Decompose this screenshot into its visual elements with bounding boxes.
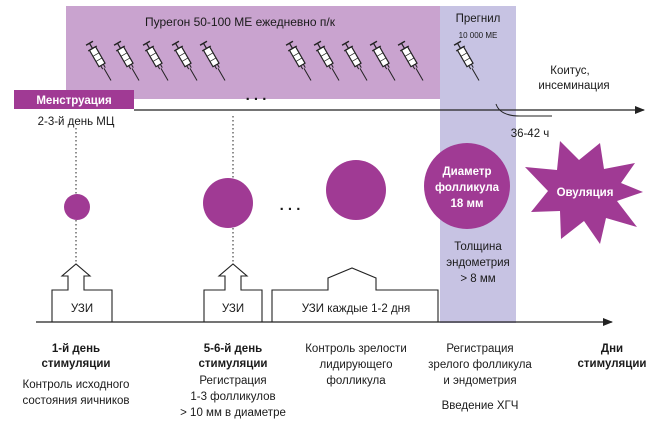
ultrasound-box-2 xyxy=(203,263,263,322)
follicle-medium xyxy=(203,178,253,228)
stage4-desc-line2: зрелого фолликула xyxy=(428,359,532,371)
ovulation-burst xyxy=(525,141,643,244)
follicle-large xyxy=(326,160,386,220)
coitus-label: Коитус, xyxy=(550,65,589,77)
follicle-size-label: 18 мм xyxy=(450,198,483,210)
ultrasound-label-3: УЗИ каждые 1-2 дня xyxy=(302,303,411,315)
axis-label-line1: Дни xyxy=(601,343,623,355)
puregon-label: Пурегон 50-100 МЕ ежедневно п/к xyxy=(145,15,336,29)
diameter-label: Диаметр xyxy=(442,166,491,178)
menstruation-label: Менструация xyxy=(36,95,111,107)
ultrasound-box-3 xyxy=(271,267,439,322)
interval-bracket xyxy=(495,103,552,117)
follicle-label: фолликула xyxy=(435,182,500,194)
ultrasound-box-1 xyxy=(51,263,113,322)
ultrasound-label-2: УЗИ xyxy=(222,303,244,315)
stage4-desc-line5: Введение ХГЧ xyxy=(442,400,519,412)
ovulation-label: Овуляция xyxy=(557,187,614,199)
endometrium-line2: эндометрия xyxy=(446,257,510,269)
stage2-desc-line1: Регистрация xyxy=(199,375,266,387)
stage3-desc-line1: Контроль зрелости xyxy=(305,343,407,355)
menstruation-bar xyxy=(14,90,134,109)
endometrium-line3: > 8 мм xyxy=(460,273,495,285)
stage2-desc-line2: 1-3 фолликулов xyxy=(190,391,275,403)
insemination-label: инсеминация xyxy=(538,80,609,92)
follicle-gap-dots: . . . xyxy=(280,197,301,214)
follicle-small xyxy=(64,194,90,220)
stage4-desc-line3: и эндометрия xyxy=(443,375,516,387)
injection-gap-dots: . . . xyxy=(246,87,267,104)
stage2-title-line1: 5-6-й день xyxy=(204,343,262,355)
interval-label: 36-42 ч xyxy=(511,128,550,140)
stage1-title-line1: 1-й день xyxy=(52,343,100,355)
stage1-title-line2: стимуляции xyxy=(42,358,111,370)
menstruation-day: 2-3-й день МЦ xyxy=(38,116,115,128)
pregnyl-dose: 10 000 МЕ xyxy=(459,31,498,40)
follicle-mature xyxy=(424,143,510,229)
ultrasound-label-1: УЗИ xyxy=(71,303,93,315)
stage4-desc-line1: Регистрация xyxy=(446,343,513,355)
stage2-title-line2: стимуляции xyxy=(199,358,268,370)
axis-label-line2: стимуляции xyxy=(578,358,647,370)
stage3-desc-line2: лидирующего xyxy=(320,359,393,371)
stage2-desc-line3: > 10 мм в диаметре xyxy=(180,407,286,419)
pregnyl-title: Прегнил xyxy=(456,13,501,25)
endometrium-line1: Толщина xyxy=(454,241,502,253)
stage3-desc-line3: фолликула xyxy=(326,375,386,387)
stage1-desc-line2: состояния яичников xyxy=(22,395,129,407)
stage1-desc-line1: Контроль исходного xyxy=(23,379,130,391)
